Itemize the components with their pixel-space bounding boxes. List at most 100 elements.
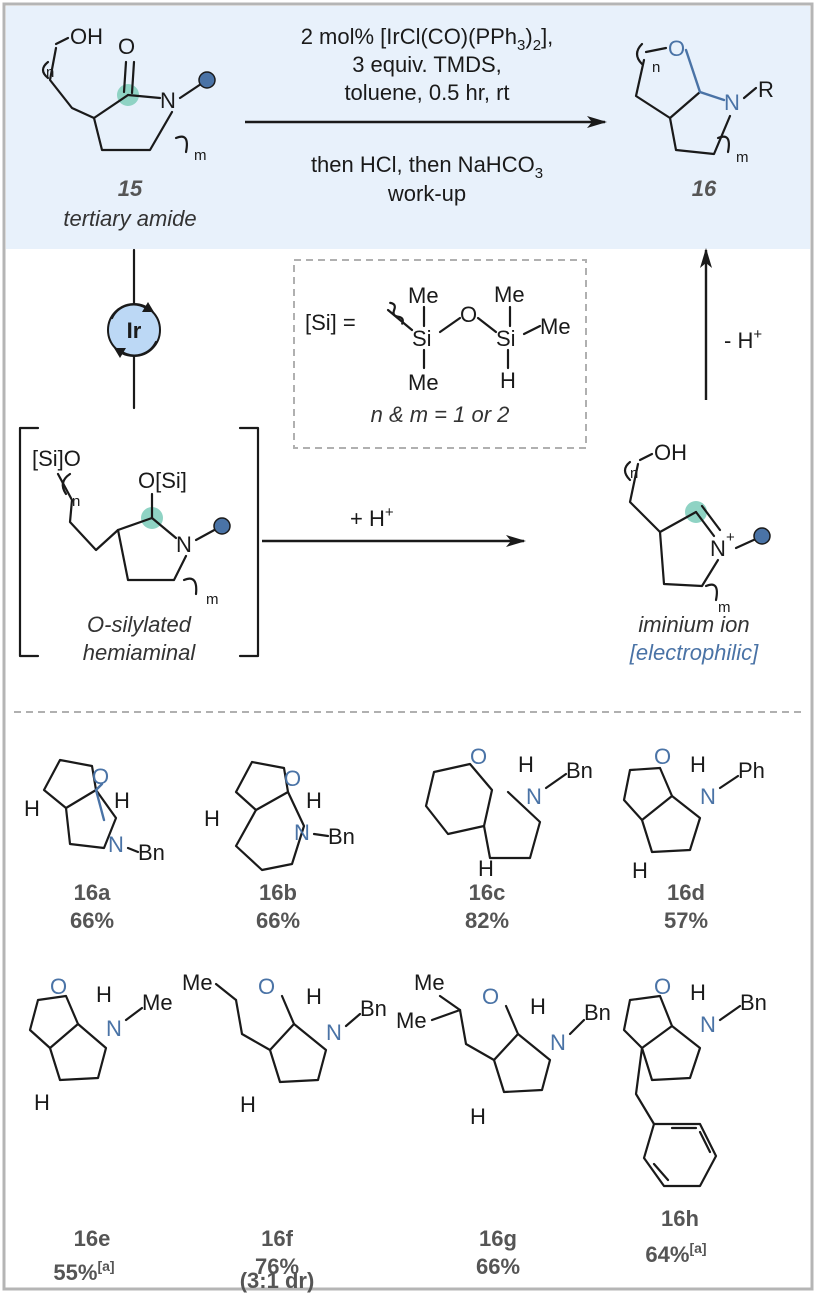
top-panel bbox=[6, 6, 810, 249]
16h-o: O bbox=[654, 974, 671, 999]
16b-o: O bbox=[284, 766, 301, 791]
amide-n-label: N bbox=[160, 88, 176, 113]
16f-bn: Bn bbox=[360, 996, 387, 1021]
me-4: Me bbox=[540, 314, 571, 339]
o-bridge: O bbox=[460, 302, 477, 327]
16g-o: O bbox=[482, 984, 499, 1009]
16g-h2: H bbox=[470, 1104, 486, 1129]
16d-h2: H bbox=[632, 858, 648, 883]
oh-label: OH bbox=[70, 24, 103, 49]
16e-h2: H bbox=[34, 1090, 50, 1115]
hemiaminal-structure: [Si]O O[Si] N n m bbox=[32, 446, 231, 608]
16g-yield: 66% bbox=[476, 1254, 520, 1279]
si-atom-1: Si bbox=[412, 326, 432, 351]
16b-n: N bbox=[294, 820, 310, 845]
16a-o: O bbox=[92, 764, 109, 789]
16f-me: Me bbox=[182, 970, 213, 995]
condition-line-3: toluene, 0.5 hr, rt bbox=[344, 80, 509, 105]
ir-label: Ir bbox=[127, 318, 142, 343]
hemi-n-label: N bbox=[176, 532, 192, 557]
16f-h1: H bbox=[306, 984, 322, 1009]
deprotonation-label: - H+ bbox=[724, 326, 762, 353]
m-index: m bbox=[194, 147, 207, 164]
16b-yield: 66% bbox=[256, 908, 300, 933]
16h-h1: H bbox=[690, 980, 706, 1005]
16c-label: 16c bbox=[469, 880, 506, 905]
iminium-structure: OH n N + m bbox=[623, 440, 771, 616]
16f-o: O bbox=[258, 974, 275, 999]
product-16c-structure: O N H H Bn bbox=[424, 744, 593, 881]
16a-h2: H bbox=[24, 796, 40, 821]
sio-label: [Si]O bbox=[32, 446, 81, 471]
16g-bn: Bn bbox=[584, 1000, 611, 1025]
product-16f-structure: Me O N H H Bn bbox=[182, 970, 387, 1117]
hemi-dot bbox=[213, 517, 231, 535]
16c-h2: H bbox=[478, 856, 494, 881]
16f-yield: 76% bbox=[255, 1254, 299, 1279]
16h-label: 16h bbox=[661, 1206, 699, 1231]
product-16d-structure: O N H H Ph bbox=[622, 744, 765, 883]
16e-label: 16e bbox=[74, 1226, 111, 1251]
condition-line-2: 3 equiv. TMDS, bbox=[352, 52, 502, 77]
16b-label: 16b bbox=[259, 880, 297, 905]
product-16a-structure: O N H H Bn bbox=[24, 758, 165, 865]
me-1: Me bbox=[408, 283, 439, 308]
16f-h2: H bbox=[240, 1092, 256, 1117]
16h-bn: Bn bbox=[740, 990, 767, 1015]
16d-ph: Ph bbox=[738, 758, 765, 783]
16f-dr: (3:1 dr) bbox=[240, 1268, 315, 1293]
16c-bn: Bn bbox=[566, 758, 593, 783]
si-h: H bbox=[500, 368, 516, 393]
16d-yield: 57% bbox=[664, 908, 708, 933]
hemi-n-index: n bbox=[72, 493, 80, 510]
condition-line-5: work-up bbox=[387, 181, 466, 206]
left-bracket bbox=[18, 426, 40, 658]
compound-15-number: 15 bbox=[118, 176, 143, 201]
hemiaminal-line-1: O-silylated bbox=[87, 612, 192, 637]
m-index-16: m bbox=[736, 149, 749, 166]
iminium-n: N bbox=[710, 536, 726, 561]
16c-h1: H bbox=[518, 752, 534, 777]
16a-bn: Bn bbox=[138, 840, 165, 865]
16b-h1: H bbox=[306, 788, 322, 813]
n-index-16: n bbox=[652, 59, 660, 76]
compound-15-caption: tertiary amide bbox=[63, 206, 196, 231]
16f-n: N bbox=[326, 1020, 342, 1045]
iminium-m-index: m bbox=[718, 599, 731, 616]
16e-h1: H bbox=[96, 982, 112, 1007]
16b-bn: Bn bbox=[328, 824, 355, 849]
iminium-plus: + bbox=[726, 529, 735, 546]
n-index: n bbox=[46, 64, 54, 81]
right-bracket bbox=[238, 426, 260, 658]
16c-n: N bbox=[526, 784, 542, 809]
16h-yield: 64%[a] bbox=[645, 1240, 706, 1267]
compound-15-structure: OH O N n m bbox=[41, 24, 216, 164]
16a-yield: 66% bbox=[70, 908, 114, 933]
16e-n: N bbox=[106, 1016, 122, 1041]
16g-h1: H bbox=[530, 994, 546, 1019]
product-16h-structure: O N H Bn bbox=[622, 974, 767, 1188]
nm-note: n & m = 1 or 2 bbox=[371, 402, 510, 427]
substituent-dot bbox=[198, 71, 216, 89]
iminium-dot bbox=[753, 527, 771, 545]
me-2: Me bbox=[408, 370, 439, 395]
ring-o-label: O bbox=[668, 36, 685, 61]
compound-16-number: 16 bbox=[692, 176, 717, 201]
16c-yield: 82% bbox=[465, 908, 509, 933]
16b-h2: H bbox=[204, 806, 220, 831]
16g-me2: Me bbox=[396, 1008, 427, 1033]
16e-yield: 55%[a] bbox=[53, 1258, 114, 1285]
r-label: R bbox=[758, 77, 774, 102]
16e-me: Me bbox=[142, 990, 173, 1015]
iminium-line-1: iminium ion bbox=[638, 612, 749, 637]
condition-line-4: then HCl, then NaHCO3 bbox=[311, 152, 543, 182]
16a-n: N bbox=[108, 832, 124, 857]
16d-label: 16d bbox=[667, 880, 705, 905]
si-definition-structure: [Si] = Si Me Me O Si Me Me H bbox=[305, 282, 571, 395]
osi-label: O[Si] bbox=[138, 468, 187, 493]
compound-16-structure: O N R n m bbox=[634, 36, 774, 166]
condition-line-1: 2 mol% [IrCl(CO)(PPh3)2], bbox=[301, 24, 554, 54]
